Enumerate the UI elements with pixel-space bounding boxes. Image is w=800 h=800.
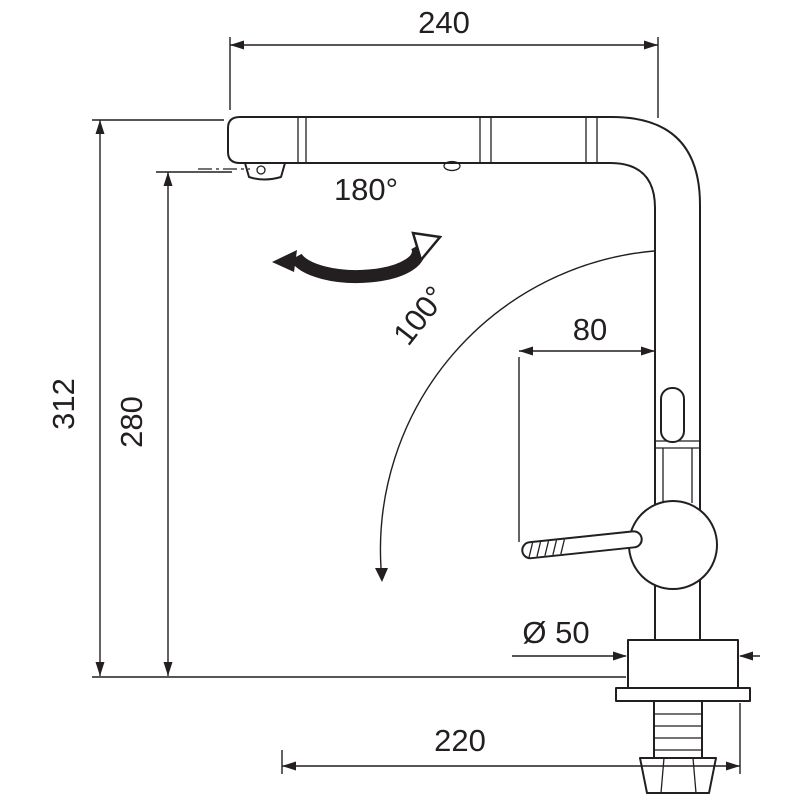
faucet-body (198, 116, 751, 794)
spout-button-detail (443, 160, 461, 172)
dimension-80: 80 (518, 312, 655, 542)
rotation-arrow-right (411, 231, 443, 263)
arrowhead (519, 346, 533, 356)
nut-facet-line (692, 757, 697, 794)
dim-80-label: 80 (573, 312, 607, 347)
dimension-220: 220 (281, 703, 741, 774)
arrowhead (726, 761, 740, 771)
lever-grip-hatch (536, 541, 542, 557)
spout-and-column-outline (227, 116, 701, 641)
arrowhead (163, 662, 173, 676)
swivel-180-symbol: 180° (272, 172, 443, 284)
arrowhead (230, 40, 244, 50)
lever-rod (521, 530, 643, 560)
angle-100-label: 100° (386, 279, 453, 351)
rotation-arrow-left (272, 250, 297, 272)
dim-240-label: 240 (418, 5, 470, 40)
arrowhead (282, 761, 296, 771)
lever-angle-100: 100° (375, 250, 655, 582)
angle-180-label: 180° (334, 172, 398, 207)
dimension-280: 280 (114, 171, 232, 676)
arrowhead (739, 651, 753, 661)
lever-grip-hatch (552, 540, 558, 556)
dia-50-label: Ø 50 (522, 615, 589, 650)
lever-grip-hatch (528, 542, 534, 558)
base-flange (615, 687, 751, 702)
nut-facet-line (660, 757, 665, 794)
arrowhead (95, 120, 105, 134)
faucet-base (627, 639, 739, 689)
mounting-nut (639, 757, 717, 794)
dim-220-label: 220 (434, 723, 486, 758)
arrowhead (641, 346, 655, 356)
lever-grip-hatch (544, 541, 550, 556)
arrowhead (95, 662, 105, 676)
dim-312-label: 312 (46, 378, 81, 430)
dimension-240: 240 (229, 5, 659, 118)
arrowhead (375, 568, 388, 582)
handle-stem (660, 387, 685, 443)
lever-grip-hatch (560, 539, 565, 555)
spray-outlet-detail (256, 165, 266, 175)
dimension-dia-50: Ø 50 (512, 615, 760, 661)
dim-280-label: 280 (114, 396, 149, 448)
dimension-312: 312 (46, 119, 626, 678)
arrowhead (163, 172, 173, 186)
arrowhead (613, 651, 627, 661)
rotation-band (290, 242, 425, 284)
arrowhead (644, 40, 658, 50)
angle-arc (379, 250, 655, 569)
lever-handle (521, 530, 643, 560)
handle-rosette (628, 500, 718, 590)
